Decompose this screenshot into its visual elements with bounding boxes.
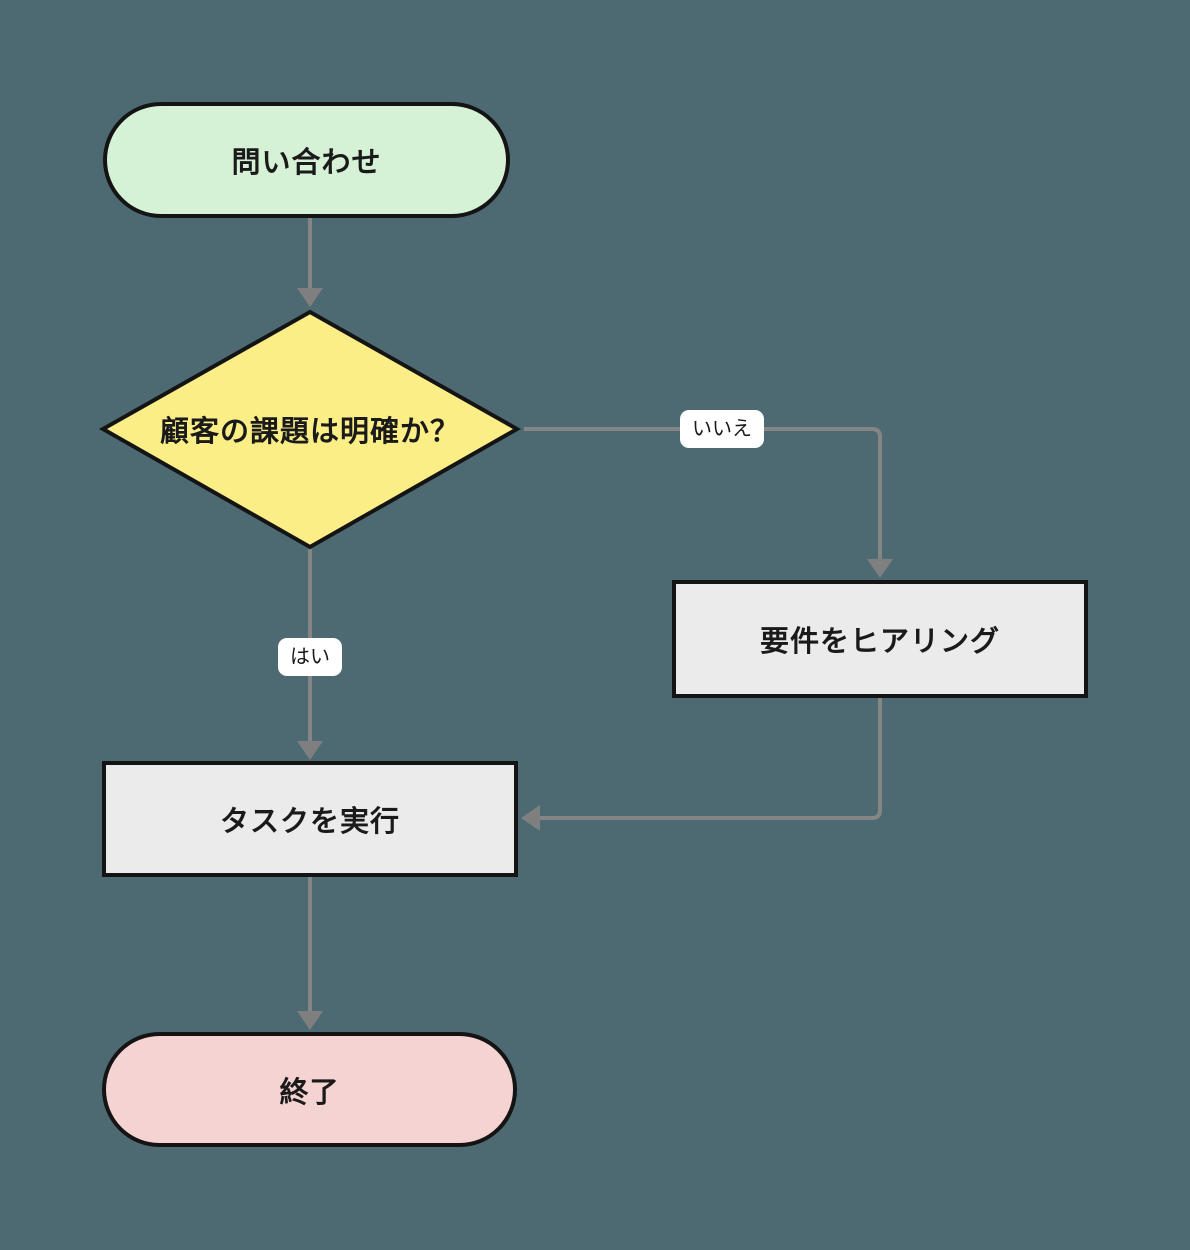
- node-hearing-label: 要件をヒアリング: [759, 626, 1000, 658]
- decision-diamond-shape: [98, 309, 522, 550]
- node-hearing: 要件をヒアリング: [672, 580, 1088, 698]
- node-start: 問い合わせ: [103, 102, 510, 218]
- edge-label-yes: はい: [278, 638, 342, 676]
- arrowhead-task-right: [521, 805, 540, 831]
- node-end-label: 終了: [279, 1076, 340, 1109]
- node-decision: 顧客の課題は明確か？: [103, 402, 517, 456]
- node-task-label: タスクを実行: [219, 806, 400, 838]
- node-task: タスクを実行: [102, 761, 518, 877]
- arrowhead-decision: [297, 288, 323, 307]
- edge-label-no: いいえ: [680, 410, 764, 448]
- arrowhead-hearing: [867, 559, 893, 578]
- edge-hearing-to-task: [540, 698, 882, 820]
- node-start-label: 問い合わせ: [231, 147, 382, 179]
- node-decision-label: 顧客の課題は明確か？: [159, 416, 460, 448]
- node-end: 終了: [102, 1032, 517, 1147]
- arrowhead-task-top: [297, 741, 323, 760]
- arrowhead-end: [297, 1011, 323, 1030]
- edge-decision-to-hearing: [524, 427, 882, 560]
